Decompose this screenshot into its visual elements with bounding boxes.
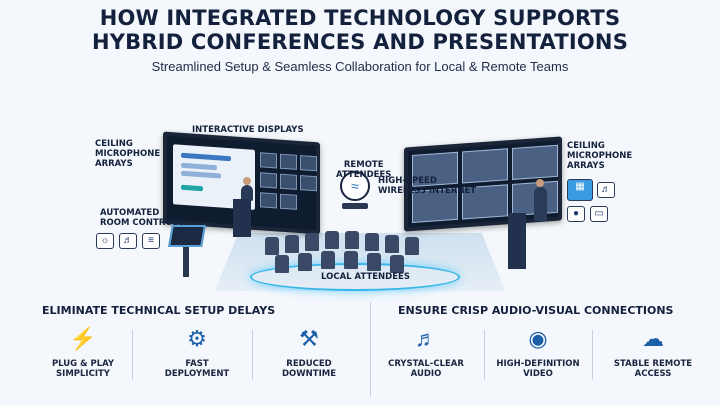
feature-divider [592,330,593,380]
cloud-network-icon: ☁ [642,326,664,351]
wifi-icon: ≈ [340,171,370,201]
speaker-icon: ♬ [415,326,437,351]
section-title-setup: ELIMINATE TECHNICAL SETUP DELAYS [42,304,276,317]
tablet-stand [183,247,189,277]
speaker-small-icon: ♬ [597,182,615,198]
feature-divider [484,330,485,380]
conference-room-illustration: ≈ HIGH-SPEED WIRELESS INTERNET INTERACTI… [0,85,720,295]
page-subtitle: Streamlined Setup & Seamless Collaborati… [151,59,569,74]
app-grid-icon: ▦ [567,179,593,201]
camera-icon: ◉ [528,326,548,351]
room-control-tablet [168,225,206,247]
callout-room-controls: AUTOMATED ROOM CONTROLS [100,208,185,228]
feature-divider [132,330,133,380]
gear-stopwatch-icon: ⚙ [187,326,207,351]
microphone-icon: ● [567,206,585,222]
page-title-line-1: HOW INTEGRATED TECHNOLOGY SUPPORTS [99,6,621,30]
callout-internet: HIGH-SPEED WIRELESS INTERNET [378,176,477,196]
section-title-av: ENSURE CRISP AUDIO-VISUAL CONNECTIONS [398,304,674,317]
callout-interactive-displays: INTERACTIVE DISPLAYS [192,125,304,135]
callout-ceiling-right: CEILING MICROPHONE ARRAYS [567,141,633,171]
lightbulb-icon: ☼ [96,233,114,249]
feature-divider [252,330,253,380]
toolbox-icon: ⚒ [299,326,319,351]
plug-icon: ⚡ [69,326,97,351]
section-divider [370,302,371,397]
sliders-icon: ≡ [142,233,160,249]
speaker-small-icon: ♬ [119,233,137,249]
page-title-line-2: HYBRID CONFERENCES AND PRESENTATIONS [91,30,629,54]
monitor-icon: ▭ [590,206,608,222]
callout-remote-attendees: REMOTE ATTENDEES [336,160,392,180]
callout-ceiling-left: CEILING MICROPHONE ARRAYS [95,139,161,169]
header: HOW INTEGRATED TECHNOLOGY SUPPORTS HYBRI… [0,6,720,74]
callout-local-attendees: LOCAL ATTENDEES [321,272,410,282]
router-icon [342,203,368,209]
